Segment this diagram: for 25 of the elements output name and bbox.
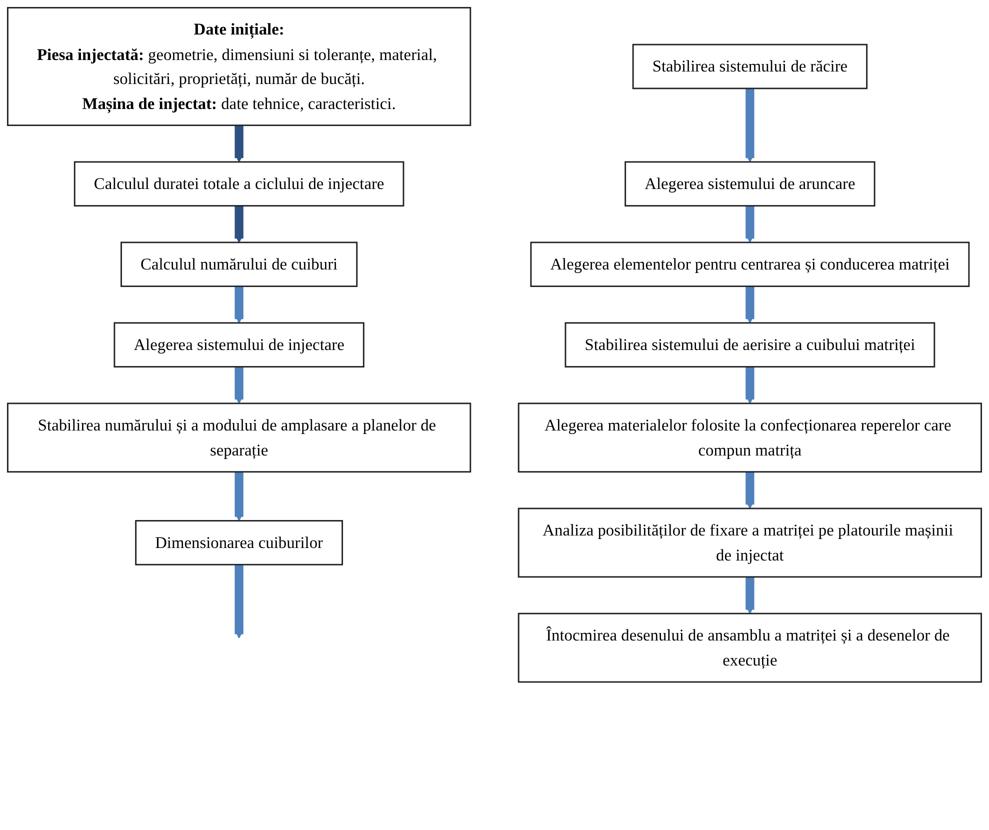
node-box: Dimensionarea cuiburilor [135, 520, 344, 566]
arrow [234, 125, 244, 162]
node-box: Întocmirea desenului de ansamblu a matriței și a desenelor de execuție [518, 612, 982, 683]
node-box: Alegerea sistemului de injectare [114, 322, 364, 368]
arrow [234, 206, 244, 243]
arrow [234, 286, 244, 324]
arrow [746, 472, 754, 509]
node-box: Date inițiale: Piesa injectată: geometrie, dimensiuni si toleranțe, material, solicitări, proprietăți, număr de bucăți. Mașina de injectat: date tehnice, caracteristici. [6, 6, 472, 126]
node-box: Alegerea materialelor folosite la confecționarea reperelor care compun matrița [518, 402, 982, 473]
arrow [234, 472, 244, 522]
node-box: Calculul numărului de cuiburi [120, 242, 358, 288]
arrow [234, 564, 244, 638]
node-box: Stabilirea sistemului de aerisire a cuibului matriței [564, 322, 936, 368]
arrow [746, 286, 754, 324]
node-box: Stabilirea sistemului de răcire [632, 44, 868, 90]
node-box: Analiza posibilităților de fixare a matriței pe platourile mașinii de injectat [518, 508, 982, 578]
arrow [746, 366, 754, 404]
arrow [234, 366, 244, 404]
arrow [746, 88, 754, 162]
arrow [746, 206, 754, 243]
node-box: Calculul duratei totale a ciclului de injectare [74, 161, 404, 207]
arrow [746, 576, 754, 614]
node-box: Alegerea sistemului de aruncare [624, 161, 876, 207]
node-box: Alegerea elementelor pentru centrarea și conducerea matriței [530, 242, 970, 288]
node-box: Stabilirea numărului și a modului de amplasare a planelor de separație [6, 402, 472, 473]
